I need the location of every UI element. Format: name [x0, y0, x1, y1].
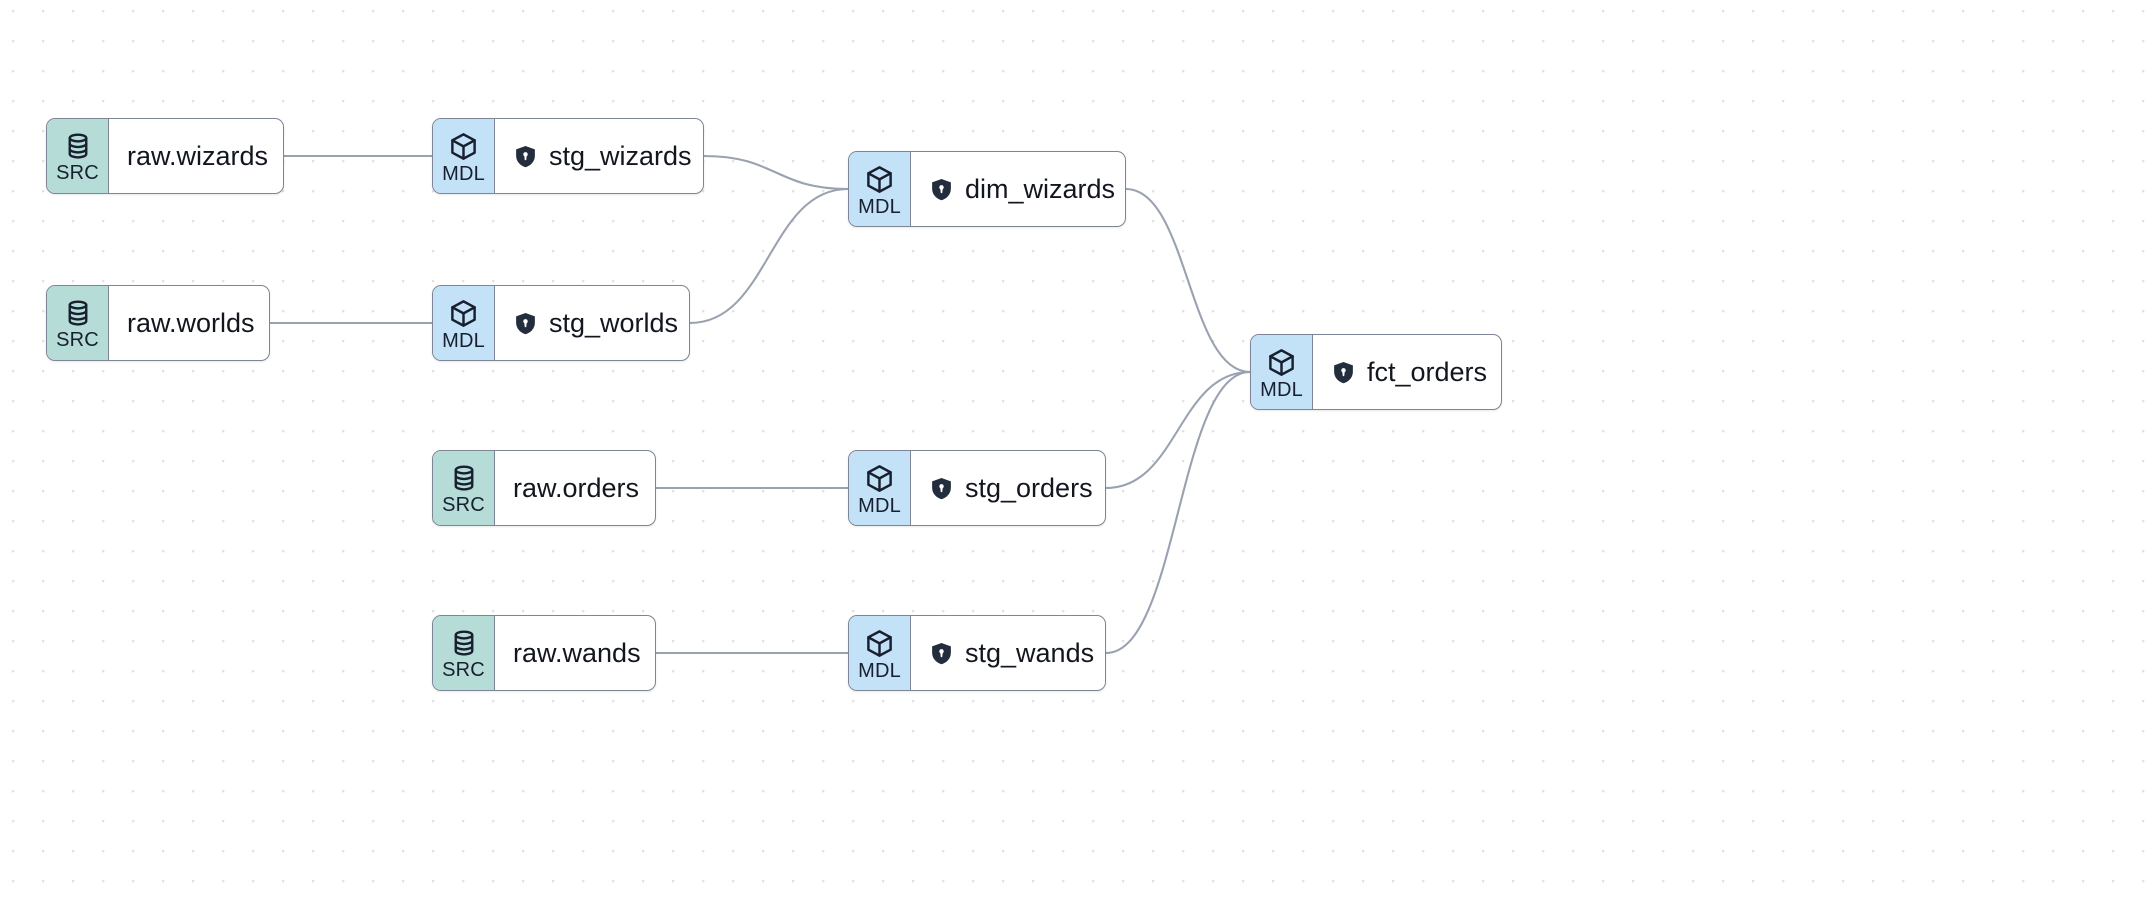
lineage-edge [1104, 370, 1252, 490]
node-type-badge: MDL [1251, 335, 1313, 409]
lineage-node-stg_wizards[interactable]: MDL stg_wizards [432, 118, 704, 194]
lineage-node-stg_wands[interactable]: MDL stg_wands [848, 615, 1106, 691]
cube-icon [1266, 347, 1297, 378]
cube-icon [864, 628, 895, 659]
node-body: raw.wizards [109, 119, 283, 193]
node-type-badge: SRC [47, 119, 109, 193]
database-icon [449, 463, 479, 493]
shield-lock-icon [513, 311, 538, 336]
node-type-badge: MDL [849, 152, 911, 226]
node-body: raw.worlds [109, 286, 269, 360]
lineage-node-raw_wands[interactable]: SRC raw.wands [432, 615, 656, 691]
node-body: raw.orders [495, 451, 655, 525]
shield-lock-icon [929, 177, 954, 202]
node-body: fct_orders [1313, 335, 1501, 409]
node-label: raw.worlds [127, 307, 255, 338]
node-label: stg_worlds [549, 307, 679, 338]
cube-icon [864, 463, 895, 494]
lineage-edge [1104, 370, 1252, 655]
lineage-node-fct_orders[interactable]: MDL fct_orders [1250, 334, 1502, 410]
node-type-label: SRC [56, 329, 99, 351]
node-label: raw.orders [513, 472, 640, 503]
cube-icon [448, 298, 479, 329]
node-type-badge: SRC [47, 286, 109, 360]
lineage-node-dim_wizards[interactable]: MDL dim_wizards [848, 151, 1126, 227]
node-label: stg_orders [965, 472, 1093, 503]
lineage-node-raw_worlds[interactable]: SRC raw.worlds [46, 285, 270, 361]
node-label: raw.wands [513, 637, 641, 668]
node-type-label: MDL [442, 162, 485, 185]
lineage-node-raw_orders[interactable]: SRC raw.orders [432, 450, 656, 526]
node-type-label: MDL [858, 659, 901, 682]
shield-lock-icon [929, 641, 954, 666]
node-type-badge: MDL [849, 451, 911, 525]
node-type-label: MDL [442, 329, 485, 352]
node-type-badge: SRC [433, 451, 495, 525]
lineage-edge [702, 154, 850, 191]
lineage-node-stg_worlds[interactable]: MDL stg_worlds [432, 285, 690, 361]
database-icon [63, 131, 93, 161]
database-icon [449, 628, 479, 658]
node-body: stg_wands [911, 616, 1105, 690]
node-body: dim_wizards [911, 152, 1125, 226]
node-label: dim_wizards [965, 173, 1116, 204]
node-type-label: SRC [442, 659, 485, 681]
node-type-badge: MDL [849, 616, 911, 690]
shield-lock-icon [513, 144, 538, 169]
node-type-label: MDL [858, 494, 901, 517]
node-type-label: SRC [442, 494, 485, 516]
lineage-edge [1124, 187, 1252, 374]
node-type-badge: MDL [433, 286, 495, 360]
cube-icon [448, 131, 479, 162]
node-label: stg_wands [965, 637, 1095, 668]
shield-lock-icon [929, 476, 954, 501]
node-label: raw.wizards [127, 140, 269, 171]
lineage-node-raw_wizards[interactable]: SRC raw.wizards [46, 118, 284, 194]
database-icon [63, 298, 93, 328]
lineage-edge [688, 187, 850, 325]
shield-lock-icon [1331, 360, 1356, 385]
node-type-label: MDL [1260, 378, 1303, 401]
node-type-label: MDL [858, 195, 901, 218]
cube-icon [864, 164, 895, 195]
node-body: stg_worlds [495, 286, 689, 360]
node-label: fct_orders [1367, 356, 1488, 387]
node-type-label: SRC [56, 162, 99, 184]
node-body: stg_wizards [495, 119, 703, 193]
node-type-badge: SRC [433, 616, 495, 690]
node-body: stg_orders [911, 451, 1105, 525]
node-type-badge: MDL [433, 119, 495, 193]
lineage-node-stg_orders[interactable]: MDL stg_orders [848, 450, 1106, 526]
node-body: raw.wands [495, 616, 655, 690]
node-label: stg_wizards [549, 140, 692, 171]
